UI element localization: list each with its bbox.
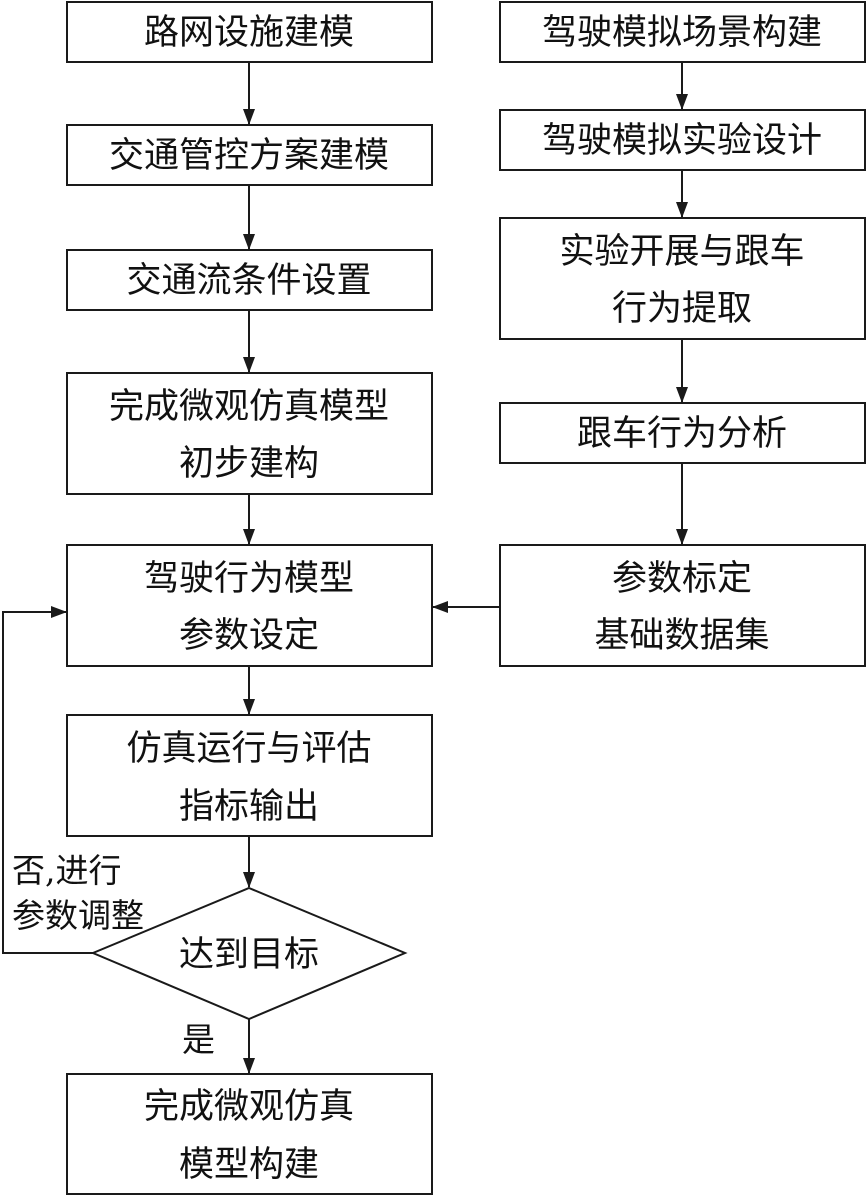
node-calibration-dataset: 参数标定 基础数据集 [499, 544, 866, 667]
node-micro-model-initial-line1: 完成微观仿真模型 [109, 387, 389, 427]
node-simulation-output: 仿真运行与评估 指标输出 [66, 714, 433, 837]
node-simulation-output-line2: 指标输出 [179, 787, 319, 827]
node-model-complete-line1: 完成微观仿真 [144, 1087, 354, 1127]
node-traffic-control: 交通管控方案建模 [66, 124, 433, 186]
node-simulation-output-line1: 仿真运行与评估 [126, 729, 371, 769]
arrow-decision-no-loop [2, 606, 93, 954]
node-micro-model-initial: 完成微观仿真模型 初步建构 [66, 372, 433, 495]
node-experiment-run-line2: 行为提取 [612, 289, 752, 329]
node-traffic-flow-label: 交通流条件设置 [126, 261, 371, 301]
node-experiment-design: 驾驶模拟实验设计 [499, 109, 866, 171]
node-following-analysis-label: 跟车行为分析 [577, 414, 787, 454]
node-decision-label: 达到目标 [179, 935, 319, 975]
node-driving-scene-label: 驾驶模拟场景构建 [542, 13, 822, 53]
node-calibration-dataset-line2: 基础数据集 [594, 616, 769, 656]
node-micro-model-initial-line2: 初步建构 [179, 444, 319, 484]
node-driving-scene: 驾驶模拟场景构建 [499, 1, 866, 63]
node-traffic-control-label: 交通管控方案建模 [109, 136, 389, 176]
node-following-analysis: 跟车行为分析 [499, 402, 866, 464]
node-model-complete: 完成微观仿真 模型构建 [66, 1073, 433, 1195]
node-road-network: 路网设施建模 [66, 1, 433, 63]
node-experiment-run: 实验开展与跟车 行为提取 [499, 217, 866, 340]
node-experiment-run-line1: 实验开展与跟车 [559, 232, 804, 272]
node-calibration-dataset-line1: 参数标定 [612, 559, 752, 599]
label-no-line2: 参数调整 [12, 896, 144, 935]
label-yes: 是 [182, 1020, 215, 1059]
node-decision: 达到目标 [90, 886, 408, 1021]
node-driving-params: 驾驶行为模型 参数设定 [66, 544, 433, 667]
node-traffic-flow: 交通流条件设置 [66, 249, 433, 311]
node-driving-params-line1: 驾驶行为模型 [144, 559, 354, 599]
label-no-line1: 否,进行 [12, 851, 122, 890]
node-road-network-label: 路网设施建模 [144, 13, 354, 53]
node-model-complete-line2: 模型构建 [179, 1145, 319, 1185]
node-experiment-design-label: 驾驶模拟实验设计 [542, 121, 822, 161]
node-driving-params-line2: 参数设定 [179, 616, 319, 656]
